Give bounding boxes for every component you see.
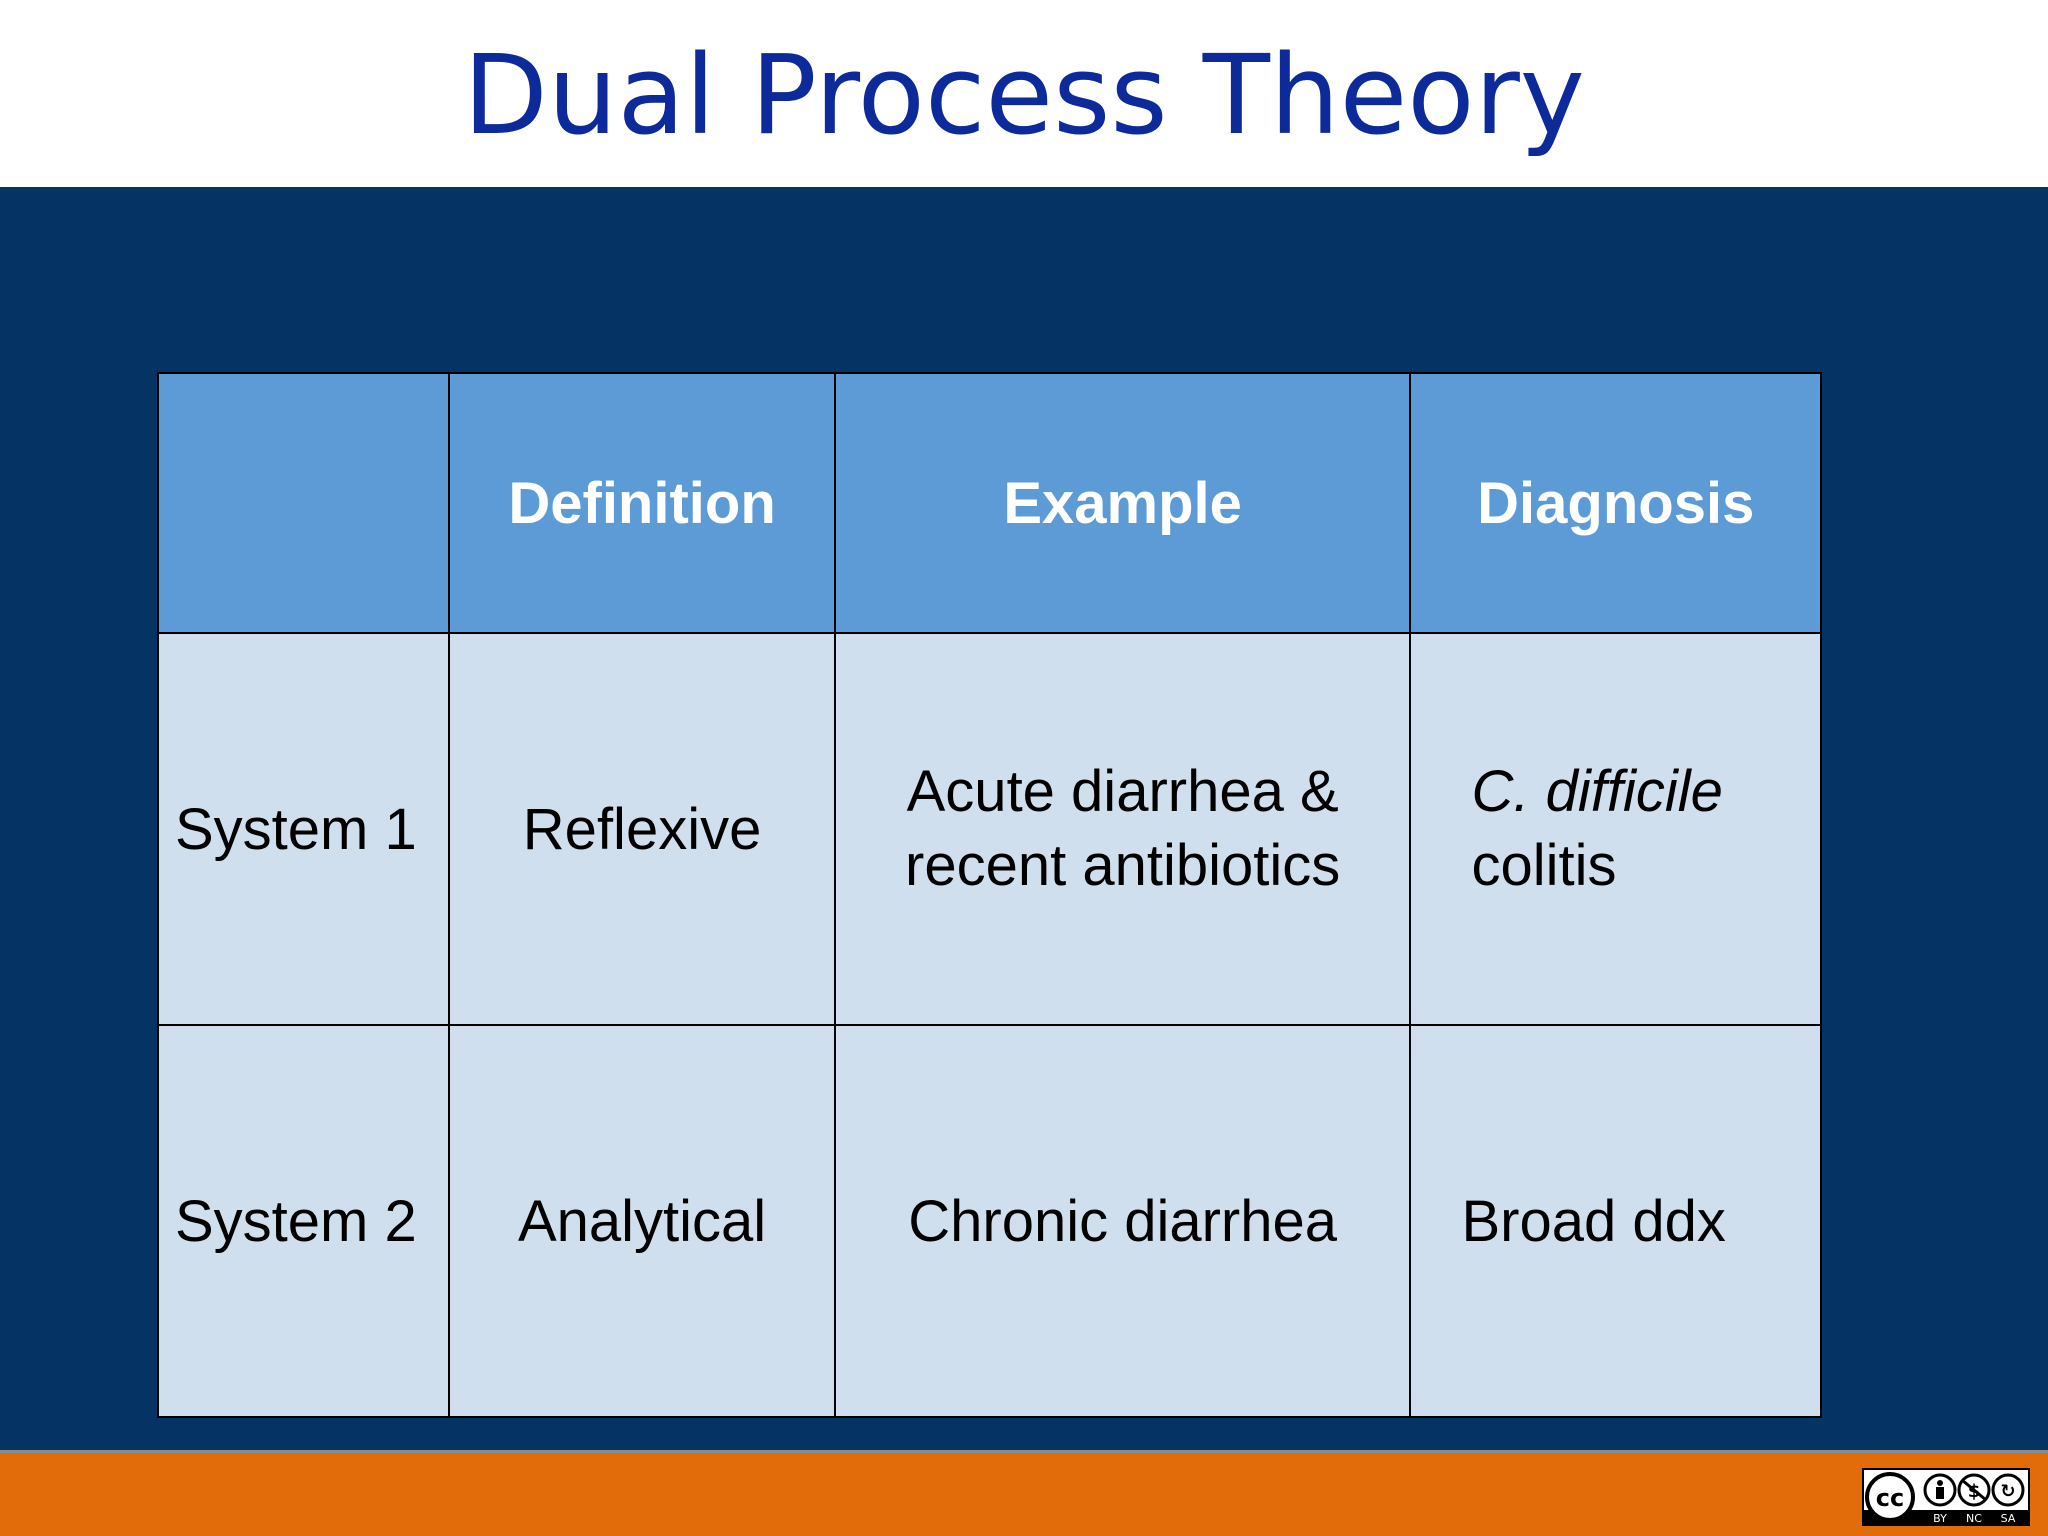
creative-commons-by-nc-sa-icon: cc $ ↻ BY NC SA	[1862, 1468, 2030, 1526]
svg-text:↻: ↻	[2000, 1481, 2015, 1502]
license-label-by: BY	[1933, 1512, 1947, 1524]
dual-process-table: Definition Example Diagnosis System 1 Re…	[156, 372, 1822, 1418]
diagnosis-cell: C. difficile colitis	[1409, 632, 1822, 1026]
diagnosis-organism: C. difficile	[1471, 759, 1723, 824]
example-line: recent antibiotics	[905, 833, 1341, 898]
title-bar: Dual Process Theory	[0, 0, 2048, 187]
svg-text:cc: cc	[1876, 1484, 1904, 1512]
example-cell: Chronic diarrhea	[833, 1024, 1412, 1418]
row-label-system-2: System 2	[156, 1024, 451, 1418]
license-label-sa: SA	[2001, 1512, 2016, 1524]
header-diagnosis: Diagnosis	[1409, 372, 1822, 634]
header-example: Example	[833, 372, 1412, 634]
table-row: System 1 Reflexive Acute diarrhea & rece…	[156, 632, 1822, 1026]
table-row: System 2 Analytical Chronic diarrhea Bro…	[156, 1024, 1822, 1418]
diagnosis-condition: colitis	[1471, 833, 1617, 898]
definition-cell: Analytical	[448, 1024, 836, 1418]
diagnosis-cell: Broad ddx	[1409, 1024, 1822, 1418]
example-line: Acute diarrhea &	[906, 759, 1339, 824]
footer-bar	[0, 1450, 2048, 1536]
slide-title: Dual Process Theory	[463, 31, 1585, 159]
header-empty-cell	[156, 372, 451, 634]
license-label-nc: NC	[1966, 1512, 1982, 1524]
header-definition: Definition	[448, 372, 836, 634]
row-label-system-1: System 1	[156, 632, 451, 1026]
table-header-row: Definition Example Diagnosis	[156, 372, 1822, 634]
definition-cell: Reflexive	[448, 632, 836, 1026]
example-cell: Acute diarrhea & recent antibiotics	[833, 632, 1412, 1026]
